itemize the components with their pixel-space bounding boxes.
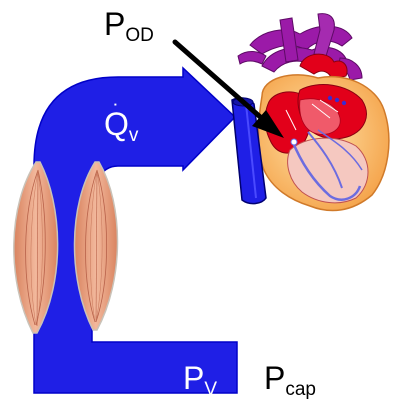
label-qv-sub: v <box>129 125 139 146</box>
label-pv-main: P <box>183 360 204 396</box>
label-right-atrial-pressure: POD <box>104 8 154 45</box>
label-pcap-sub: cap <box>285 379 316 400</box>
label-pod-sub: OD <box>125 25 154 46</box>
label-qv-dot: ˙ <box>104 102 129 124</box>
label-venous-pressure: PV <box>183 362 217 399</box>
label-pod-main: P <box>104 6 125 42</box>
label-capillary-pressure: Pcap <box>264 362 316 399</box>
label-pcap-main: P <box>264 360 285 396</box>
label-venous-flow: ˙Qv <box>104 108 138 145</box>
label-pv-sub: V <box>204 379 217 400</box>
